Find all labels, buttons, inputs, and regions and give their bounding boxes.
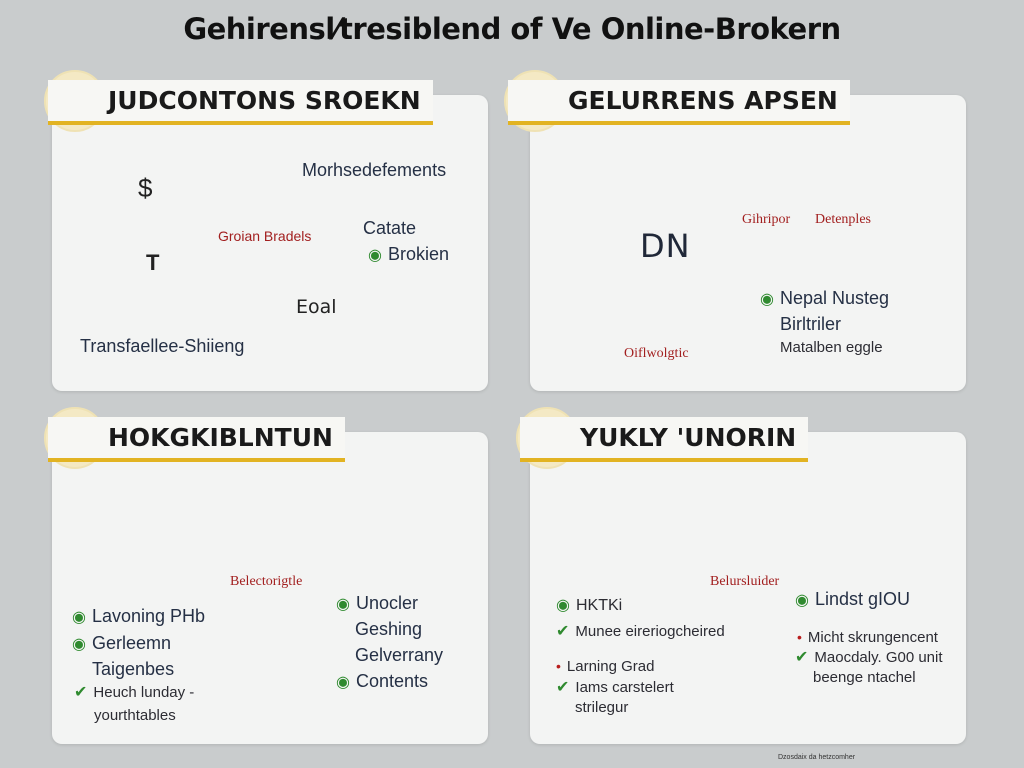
- label: ◉ Brokien: [368, 244, 449, 265]
- panel-heading: GELURRENS APSEN: [508, 80, 850, 125]
- list-item: ✔ Iams carstelert: [556, 679, 674, 697]
- list-item-text: Iams carstelert: [575, 679, 674, 696]
- page-title: Gehirensl⁄tresiblend of Ve Online-Broker…: [183, 12, 841, 46]
- dot-icon: •: [797, 629, 802, 645]
- list-item-text: Munee eireriogcheired: [575, 623, 725, 640]
- t-icon: T: [146, 250, 160, 275]
- bullet-icon: ◉: [556, 597, 570, 614]
- list-item: • Larning Grad: [556, 658, 654, 675]
- list-item: Taigenbes: [92, 659, 175, 679]
- label: Gihripor: [742, 212, 791, 227]
- list-item: ✔ Heuch lunday -: [74, 684, 194, 702]
- bullet-icon: ◉: [72, 609, 86, 626]
- panel-heading: HOKGKIBLNTUN: [48, 417, 345, 462]
- list-item: Gelverrany: [355, 645, 444, 665]
- list-item: ◉ Lavoning PHb: [72, 606, 205, 627]
- label: Groian Bradels: [218, 228, 312, 244]
- list-item: • Micht skrungencent: [797, 629, 938, 646]
- list-item: beenge ntachel: [813, 669, 916, 686]
- list-item: ✔ Munee eireriogcheired: [556, 623, 725, 641]
- list-item: yourthtables: [94, 707, 176, 724]
- bullet-icon: ◉: [795, 592, 809, 609]
- panel-heading: JUDCONTONS SROEKN: [48, 80, 433, 125]
- panel-bottom-right: [530, 432, 966, 744]
- list-item-text: HKTKi: [575, 597, 623, 614]
- list-item-text: Gerleemn: [91, 633, 171, 653]
- footnote: Dzosdaix da hetzcomher: [778, 754, 856, 761]
- list-item-text: Maocdaly. G00 unit: [814, 649, 943, 666]
- list-item-text: Unocler: [355, 593, 418, 613]
- check-icon: ✔: [74, 684, 88, 701]
- label: Catate: [363, 218, 417, 238]
- bullet-icon: ◉: [760, 291, 774, 308]
- list-item: ◉ Contents: [336, 671, 428, 692]
- label: Detenples: [815, 212, 871, 227]
- list-item-text: Larning Grad: [566, 658, 655, 675]
- list-item: ◉ Unocler: [336, 593, 418, 614]
- list-item: ✔ Maocdaly. G00 unit: [795, 649, 943, 667]
- list-item-text: Heuch lunday -: [93, 684, 195, 701]
- check-icon: ✔: [795, 649, 809, 666]
- bullet-icon: ◉: [336, 596, 350, 613]
- badge-label: Eoal: [296, 296, 337, 318]
- list-item-text: Lindst gIOU: [814, 589, 911, 609]
- dollar-icon: $: [138, 173, 153, 203]
- panel-heading: YUKLY 'UNORIN: [520, 417, 809, 462]
- list-item: Matalben eggle: [780, 339, 883, 356]
- dn-label: DN: [640, 227, 691, 265]
- bullet-icon: ◉: [72, 636, 86, 653]
- panel-bottom-left: [52, 432, 488, 744]
- label-text: Brokien: [387, 244, 449, 264]
- list-item: Geshing: [355, 619, 423, 639]
- label: Transfaellee-Shiieng: [80, 336, 245, 356]
- bullet-icon: ◉: [368, 247, 382, 264]
- list-item-text: Nepal Nusteg: [779, 288, 890, 308]
- list-item: strilegur: [575, 699, 629, 716]
- label: Morhsedefements: [302, 160, 447, 180]
- label: Oiflwolgtic: [624, 346, 689, 361]
- bullet-icon: ◉: [336, 674, 350, 691]
- list-item: ◉ Lindst gIOU: [795, 589, 910, 610]
- check-icon: ✔: [556, 679, 570, 696]
- list-item: Birltriler: [780, 314, 841, 334]
- panel-top-right: [530, 95, 966, 391]
- list-item-text: Lavoning PHb: [91, 606, 206, 626]
- label: Belectorigtle: [230, 574, 303, 589]
- label: Belursluider: [710, 574, 780, 589]
- check-icon: ✔: [556, 623, 570, 640]
- dot-icon: •: [556, 658, 561, 674]
- list-item: ◉ HKTKi: [556, 597, 622, 615]
- list-item: ◉ Gerleemn: [72, 633, 171, 654]
- list-item-text: Micht skrungencent: [807, 629, 938, 646]
- list-item-text: Contents: [355, 671, 429, 691]
- list-item: ◉ Nepal Nusteg: [760, 288, 889, 309]
- panel-top-left: [52, 95, 488, 391]
